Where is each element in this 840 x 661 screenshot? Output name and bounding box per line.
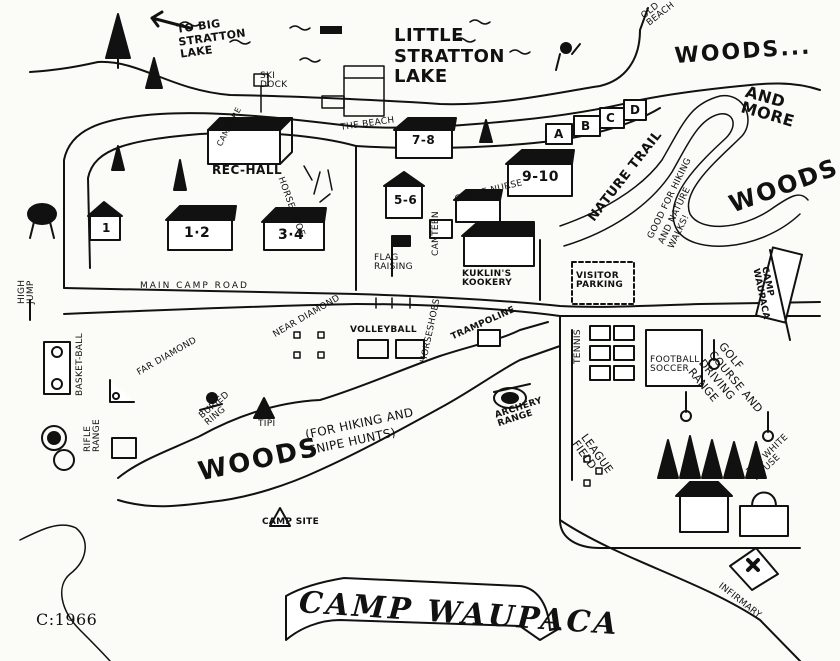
kookery-building: [461, 221, 535, 267]
label-main-camp-road: MAIN CAMP ROAD: [140, 281, 249, 291]
label-high-jump: HIGH JUMP: [17, 279, 36, 304]
football-field: [645, 329, 703, 387]
label-cabin-d: D: [630, 103, 641, 117]
rec-hall-building: [207, 117, 293, 165]
main-camp-road: [63, 287, 821, 308]
label-ski-dock: SKI DOCK: [260, 71, 288, 90]
label-cabin-a: A: [554, 127, 564, 141]
label-flag-raising: FLAG RAISING: [374, 253, 413, 272]
label-tipi: TIPI: [258, 419, 276, 429]
boat-icon: [320, 26, 342, 34]
cabin-icon: [261, 207, 327, 251]
rifle-range-icon: [41, 425, 137, 471]
label-little-stratton-lake: LITTLE STRATTON LAKE: [394, 25, 505, 88]
label-tennis: TENNIS: [573, 329, 583, 364]
beach-dock-icon: [321, 65, 385, 117]
lake-edge-left: [29, 61, 99, 73]
cabin-icon: [545, 99, 647, 145]
label-rec-hall: REC-HALL: [212, 163, 283, 177]
far-diamond-icon: [109, 379, 135, 403]
league-field-icon: [583, 455, 603, 487]
buried-ring-icon: [199, 392, 223, 411]
lake-road: [63, 82, 821, 289]
label-date: C:1966: [36, 610, 98, 629]
label-cabin-5-6: 5-6: [394, 193, 418, 207]
label-football-soccer: FOOTBALL SOCCER: [650, 355, 700, 374]
inner-road: [87, 131, 357, 269]
cabin-icon: [393, 117, 457, 159]
cabin-icon: [165, 205, 237, 251]
tennis-courts: [589, 325, 635, 381]
barn-building: [675, 481, 733, 533]
woods-boundary: [117, 321, 549, 479]
water-tower-icon: [27, 203, 57, 239]
pole-icon: [375, 297, 411, 309]
label-cabin-7-8: 7-8: [412, 133, 436, 147]
tent-icon: [269, 507, 291, 527]
water-ripples: [179, 19, 531, 63]
tree-icon: [111, 145, 125, 171]
label-volleyball: VOLLEYBALL: [350, 325, 417, 335]
archery-target-icon: [493, 383, 531, 409]
label-cabin-9-10: 9-10: [522, 169, 560, 185]
cabin-icon: [383, 171, 425, 219]
basketball-court: [43, 341, 71, 395]
tree-icon: [105, 13, 131, 69]
camp-sign-icon: [754, 246, 804, 341]
tipi-icon: [253, 397, 275, 419]
river: [19, 524, 111, 661]
volleyball-court: [357, 339, 425, 359]
lake-shoreline: [97, 7, 649, 106]
ski-dock-icon: [253, 73, 269, 113]
tree-icon: [479, 119, 493, 143]
label-cabin-1: 1: [102, 221, 111, 235]
diver-icon: [555, 42, 581, 71]
banner-ribbon: [285, 577, 561, 641]
cabin-icon: [505, 149, 575, 197]
golf-flag-icon: [708, 339, 720, 370]
horseshoe-pits-icon: [303, 165, 333, 203]
flag-icon: [391, 235, 411, 277]
canteen-building: [429, 219, 453, 239]
visitor-parking-lot: [571, 261, 635, 305]
near-diamond-icon: [293, 331, 325, 359]
infirmary-building: [729, 547, 779, 591]
tree-row: [657, 435, 767, 479]
tree-icon: [145, 57, 163, 89]
tree-icon: [173, 159, 187, 191]
label-cabin-1-2: 1·2: [184, 225, 211, 241]
label-basketball: BASKET-BALL: [75, 333, 85, 396]
label-canteen: CANTEEN: [431, 211, 441, 256]
trampoline-icon: [477, 329, 501, 347]
golf-flag-icon: [680, 391, 692, 422]
golf-flag-icon: [762, 411, 774, 442]
label-camp-site: CAMP SITE: [262, 517, 320, 527]
label-cabin-3-4: 3·4: [278, 227, 305, 243]
label-kuklins-kookery: KUKLIN'S KOOKERY: [462, 269, 513, 288]
label-cabin-b: B: [581, 119, 591, 133]
infirmary-path: [559, 519, 801, 661]
nature-trail-edge: [563, 113, 801, 247]
nature-trail: [559, 95, 809, 227]
main-camp-road-south: [63, 303, 821, 317]
label-cabin-c: C: [606, 111, 616, 125]
arrow-icon: [150, 10, 192, 30]
cabin-icon: [87, 201, 123, 241]
white-house-building: [739, 491, 789, 537]
woods-boundary-2: [117, 345, 561, 508]
label-rifle-range: RIFLE RANGE: [83, 419, 102, 452]
label-visitor-parking: VISITOR PARKING: [576, 271, 624, 290]
